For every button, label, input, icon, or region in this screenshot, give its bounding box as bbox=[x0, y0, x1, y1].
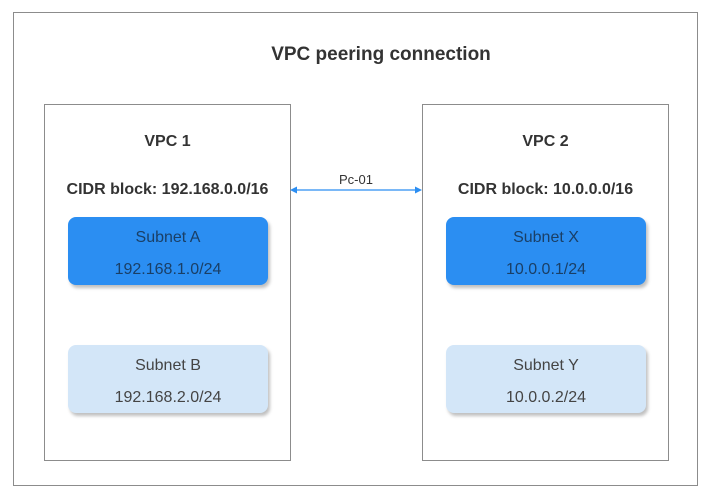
subnet-y-name: Subnet Y bbox=[513, 357, 579, 374]
subnet-b-name: Subnet B bbox=[135, 357, 201, 374]
vpc-1-cidr: CIDR block: 192.168.0.0/16 bbox=[66, 181, 269, 198]
subnet-a-cidr: 192.168.1.0/24 bbox=[114, 261, 222, 278]
vpc-1-title: VPC 1 bbox=[144, 133, 191, 150]
subnet-y-cidr: 10.0.0.2/24 bbox=[505, 389, 587, 406]
subnet-a-name: Subnet A bbox=[135, 229, 201, 246]
diagram-frame bbox=[13, 12, 698, 486]
vpc-2-box: VPC 2 CIDR block: 10.0.0.0/16 Subnet X 1… bbox=[422, 104, 669, 461]
vpc-1-box: VPC 1 CIDR block: 192.168.0.0/16 Subnet … bbox=[44, 104, 291, 461]
diagram-title: VPC peering connection bbox=[271, 44, 491, 65]
subnet-y: Subnet Y 10.0.0.2/24 bbox=[446, 345, 646, 413]
subnet-x-name: Subnet X bbox=[513, 229, 579, 246]
subnet-x: Subnet X 10.0.0.1/24 bbox=[446, 217, 646, 285]
peering-connection-label: Pc-01 bbox=[339, 172, 373, 187]
vpc-2-title: VPC 2 bbox=[522, 133, 569, 150]
peering-connection-arrow bbox=[290, 186, 422, 194]
vpc-2-cidr: CIDR block: 10.0.0.0/16 bbox=[457, 181, 634, 198]
subnet-b-cidr: 192.168.2.0/24 bbox=[114, 389, 222, 406]
subnet-x-cidr: 10.0.0.1/24 bbox=[505, 261, 587, 278]
subnet-b: Subnet B 192.168.2.0/24 bbox=[68, 345, 268, 413]
subnet-a: Subnet A 192.168.1.0/24 bbox=[68, 217, 268, 285]
peering-arrowhead-right bbox=[415, 186, 422, 194]
peering-arrowhead-left bbox=[290, 186, 297, 194]
